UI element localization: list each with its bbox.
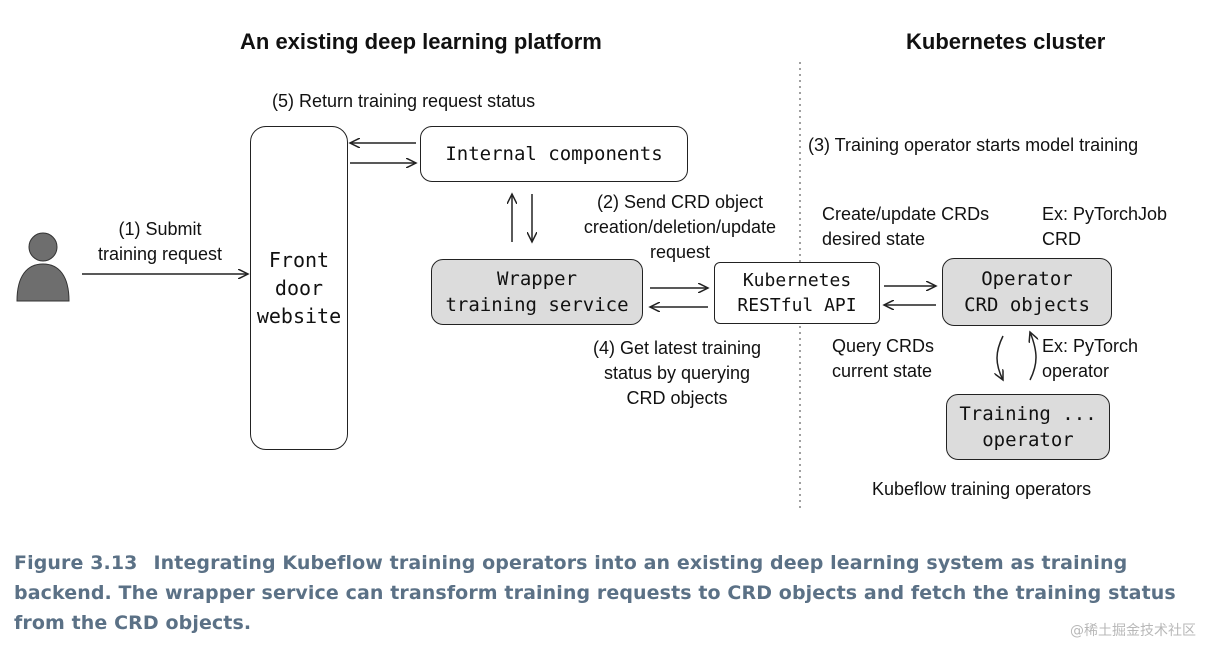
ex-pytorchjob-label: Ex: PyTorchJob CRD (1042, 202, 1167, 252)
arrow-operator-to-crd (1030, 332, 1036, 381)
step4-line1: (4) Get latest training (592, 338, 762, 358)
user-icon (16, 232, 70, 302)
step1-label: (1) Submit training request (84, 217, 236, 267)
step1-line2: training request (97, 244, 223, 264)
ex-pytorchjob-line2: CRD (1042, 229, 1081, 249)
step1-line1: (1) Submit (118, 219, 202, 239)
step4-line2: status by querying (603, 363, 751, 383)
internal-components-label: Internal components (445, 143, 663, 165)
wrapper-label-line1: Wrapper (496, 268, 578, 290)
front-door-website-box: Front door website (250, 126, 348, 450)
step2-line1: (2) Send CRD object (596, 192, 764, 212)
step2-line2: creation/deletion/update (583, 217, 777, 237)
front-door-label-line3: website (256, 304, 342, 328)
create-update-label: Create/update CRDs desired state (822, 202, 989, 252)
right-section-title: Kubernetes cluster (906, 29, 1106, 54)
arrow-crd-to-operator (997, 335, 1003, 380)
kubeflow-operators-label: Kubeflow training operators (872, 479, 1092, 499)
front-door-label-line2: door (274, 276, 324, 300)
k8s-api-label-line2: RESTful API (737, 295, 857, 316)
ex-pytorch-operator-line2: operator (1042, 361, 1110, 381)
crd-objects-label-line1: Operator (981, 268, 1073, 290)
internal-components-box: Internal components (420, 126, 688, 182)
left-section-title: An existing deep learning platform (240, 29, 602, 54)
k8s-api-label-line1: Kubernetes (742, 270, 852, 291)
wrapper-label-line2: training service (445, 294, 629, 316)
step4-label: (4) Get latest training status by queryi… (572, 336, 782, 411)
step2-label: (2) Send CRD object creation/deletion/up… (566, 190, 794, 265)
figure-caption-text: Integrating Kubeflow training operators … (14, 552, 1176, 634)
training-operator-box: Training ... operator (946, 394, 1110, 460)
step2-line3: request (649, 242, 711, 262)
ex-pytorch-operator-label: Ex: PyTorch operator (1042, 334, 1138, 384)
query-crds-line1: Query CRDs (832, 336, 935, 356)
front-door-label-line1: Front (268, 248, 330, 272)
watermark: @稀土掘金技术社区 (1070, 623, 1196, 639)
figure-number: Figure 3.13 (14, 552, 138, 574)
ex-pytorchjob-line1: Ex: PyTorchJob (1042, 204, 1168, 224)
create-update-line2: desired state (822, 229, 926, 249)
query-crds-label: Query CRDs current state (832, 334, 934, 384)
wrapper-training-service-box: Wrapper training service (431, 259, 643, 325)
training-operator-label-line2: operator (982, 429, 1074, 451)
create-update-line1: Create/update CRDs (822, 204, 990, 224)
step4-line3: CRD objects (626, 388, 728, 408)
crd-objects-label-line2: CRD objects (964, 294, 1090, 316)
ex-pytorch-operator-line1: Ex: PyTorch (1042, 336, 1139, 356)
training-operator-label-line1: Training ... (959, 403, 1097, 425)
step3-label: (3) Training operator starts model train… (808, 135, 1139, 155)
query-crds-line2: current state (832, 361, 933, 381)
step5-label: (5) Return training request status (272, 91, 536, 111)
operator-crd-objects-box: Operator CRD objects (942, 258, 1112, 326)
kubernetes-restful-api-box: Kubernetes RESTful API (714, 262, 880, 324)
